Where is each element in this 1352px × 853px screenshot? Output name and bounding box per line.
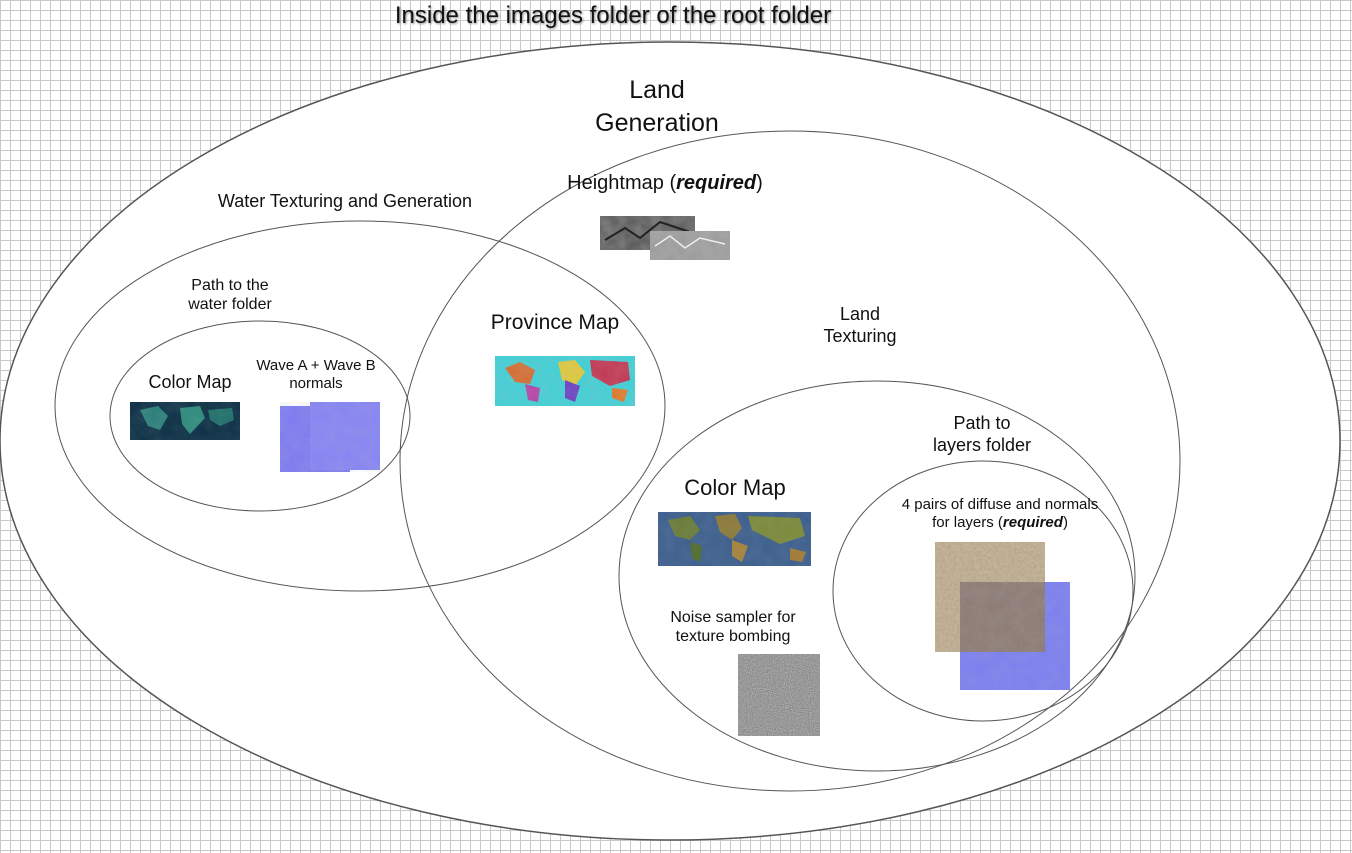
water-color-map-image	[130, 402, 240, 440]
layers-pairs-required: required	[1002, 514, 1063, 531]
water-folder-line2: water folder	[188, 296, 272, 314]
layers-pairs-close: )	[1062, 514, 1068, 531]
land-texturing-line1: Land	[839, 304, 881, 324]
layers-folder-line2: layers folder	[932, 434, 1032, 455]
land-generation-ellipse	[0, 41, 1341, 841]
layers-folder-ellipse	[832, 460, 1134, 722]
land-generation-label: Land Generation	[557, 74, 757, 139]
land-color-map-image	[658, 512, 811, 566]
water-normals-line2: normals	[289, 375, 343, 392]
layer-normals-image	[960, 582, 1070, 690]
noise-sampler-line2: texture bombing	[675, 628, 791, 646]
heightmap-text: Heightmap (	[567, 172, 677, 194]
land-generation-line2: Generation	[595, 108, 719, 137]
province-map-image	[495, 356, 635, 406]
layers-folder-line1: Path to	[953, 413, 1011, 433]
heightmap-label: Heightmap (required)	[500, 171, 830, 195]
water-color-map-label: Color Map	[148, 372, 232, 392]
heightmap-close: )	[756, 172, 763, 194]
water-folder-line1: Path to the	[191, 277, 269, 294]
land-texturing-line2: Texturing	[823, 325, 897, 346]
layers-pairs-pre: for layers (	[932, 514, 1003, 531]
water-normals-line1: Wave A + Wave B	[256, 357, 376, 374]
heightmap-image	[600, 216, 730, 260]
land-texturing-ellipse	[399, 130, 1181, 792]
water-normals-label: Wave A + Wave B normals	[246, 357, 386, 393]
noise-sampler-line1: Noise sampler for	[670, 609, 796, 626]
water-folder-label: Path to the water folder	[150, 276, 310, 314]
layers-pairs-line2: for layers (required)	[880, 514, 1120, 532]
layers-pairs-line1: 4 pairs of diffuse and normals	[901, 496, 1099, 513]
water-texturing-label: Water Texturing and Generation	[217, 191, 473, 211]
heightmap-required: required	[676, 172, 757, 194]
page-title: Inside the images folder of the root fol…	[394, 2, 832, 29]
water-texturing-ellipse	[54, 220, 666, 592]
water-folder-ellipse	[109, 320, 411, 512]
water-normals-image	[280, 402, 380, 472]
land-color-map-label: Color Map	[684, 475, 786, 500]
noise-sampler-image	[738, 654, 820, 736]
land-texturing-label: Land Texturing	[780, 304, 940, 347]
province-map-label: Province Map	[490, 311, 620, 334]
noise-sampler-label: Noise sampler for texture bombing	[643, 608, 823, 646]
land-texturing-inner-ellipse	[618, 380, 1136, 772]
layers-folder-label: Path to layers folder	[902, 413, 1062, 456]
land-generation-line1: Land	[629, 76, 685, 104]
layers-pairs-label: 4 pairs of diffuse and normals for layer…	[880, 496, 1120, 532]
